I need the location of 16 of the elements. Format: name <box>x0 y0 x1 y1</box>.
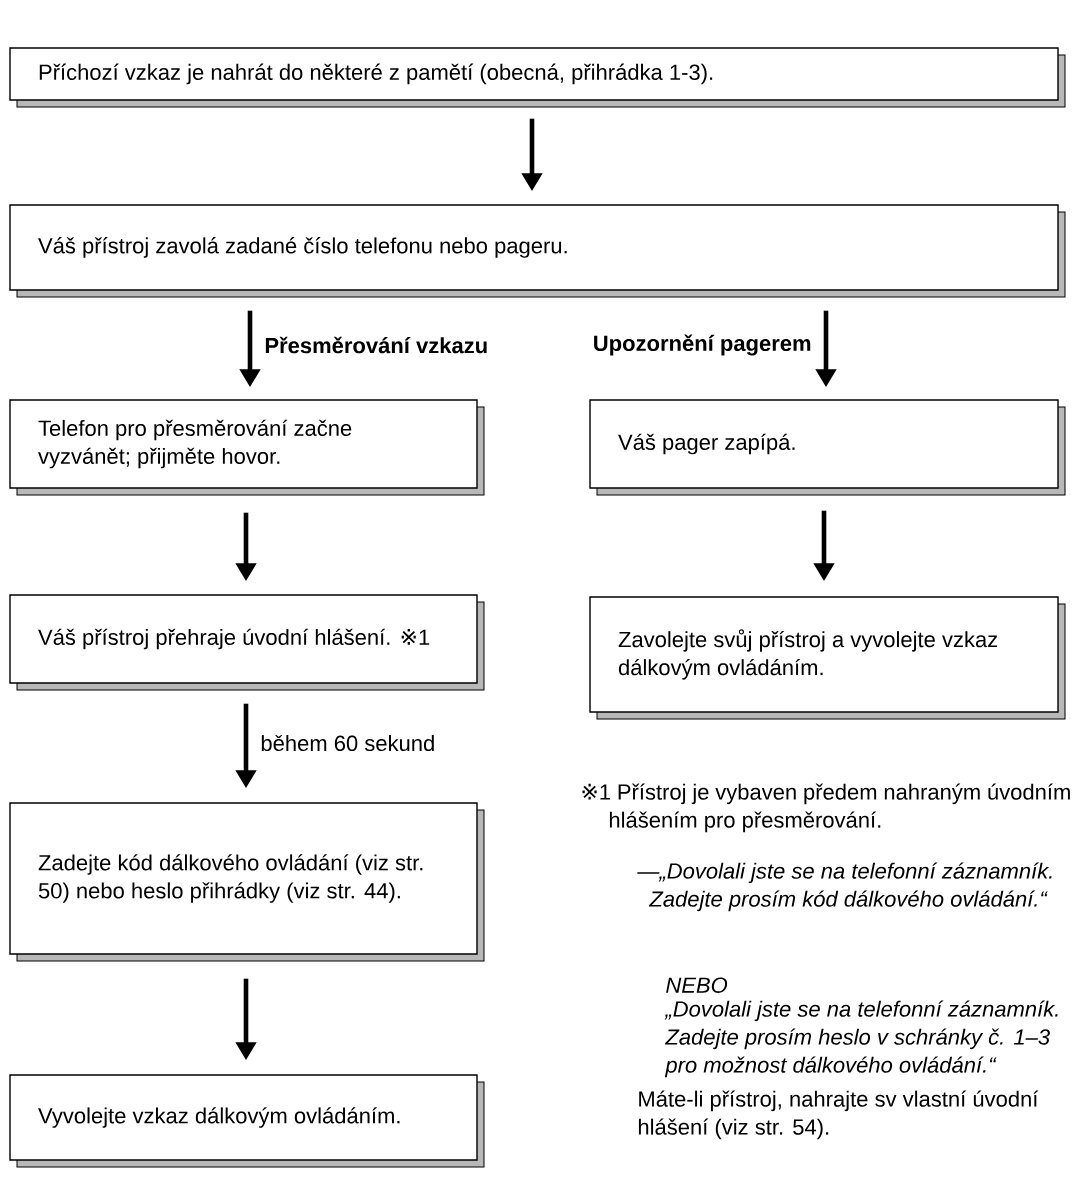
footnote: —„Dovolali jste se na telefonní záznamník. Zadejte prosím kód dálkového ovládání.“ <box>637 862 1052 912</box>
process-box: Vyvolejte vzkaz dálkovým ovládáním. <box>9 1074 485 1168</box>
process-box: Váš přístroj přehraje úvodní hlášení. ※1 <box>9 594 485 691</box>
footnote: „Dovolali jste se na telefonní záznamník. Zadejte prosím heslo v schránky č. 1–3 pro možnost dálkového ovládání.“ <box>664 1000 1058 1078</box>
process-box: Zavolejte svůj přístroj a vyvolejte vzkaz dálkovým ovládáním. <box>589 596 1066 720</box>
process-box: Zadejte kód dálkového ovládání (viz str. 50) nebo heslo přihrádky (viz str. 44). <box>9 802 485 962</box>
footnote: ※1 Přístroj je vybaven předem nahraným úvodním hlášením pro přesměrování. <box>582 783 1070 833</box>
process-box: Příchozí vzkaz je nahrát do některé z pamětí (obecná, přihrádka 1-3). <box>9 47 1066 108</box>
process-box: Váš pager zapípá. <box>589 399 1066 496</box>
edge-label: během 60 sekund <box>261 734 434 752</box>
footnote: Máte-li přístroj, nahrajte sv vlastní úvodní hlášení (viz str. 54). <box>638 1090 1039 1140</box>
process-box: Telefon pro přesměrování začne vyzvánět; přijměte hovor. <box>9 399 485 496</box>
process-box: Váš přístroj zavolá zadané číslo telefonu nebo pageru. <box>9 204 1066 298</box>
edge-label: Přesměrování vzkazu <box>265 336 487 354</box>
footnote: NEBO <box>666 977 728 993</box>
edge-label: Upozornění pagerem <box>594 334 811 356</box>
